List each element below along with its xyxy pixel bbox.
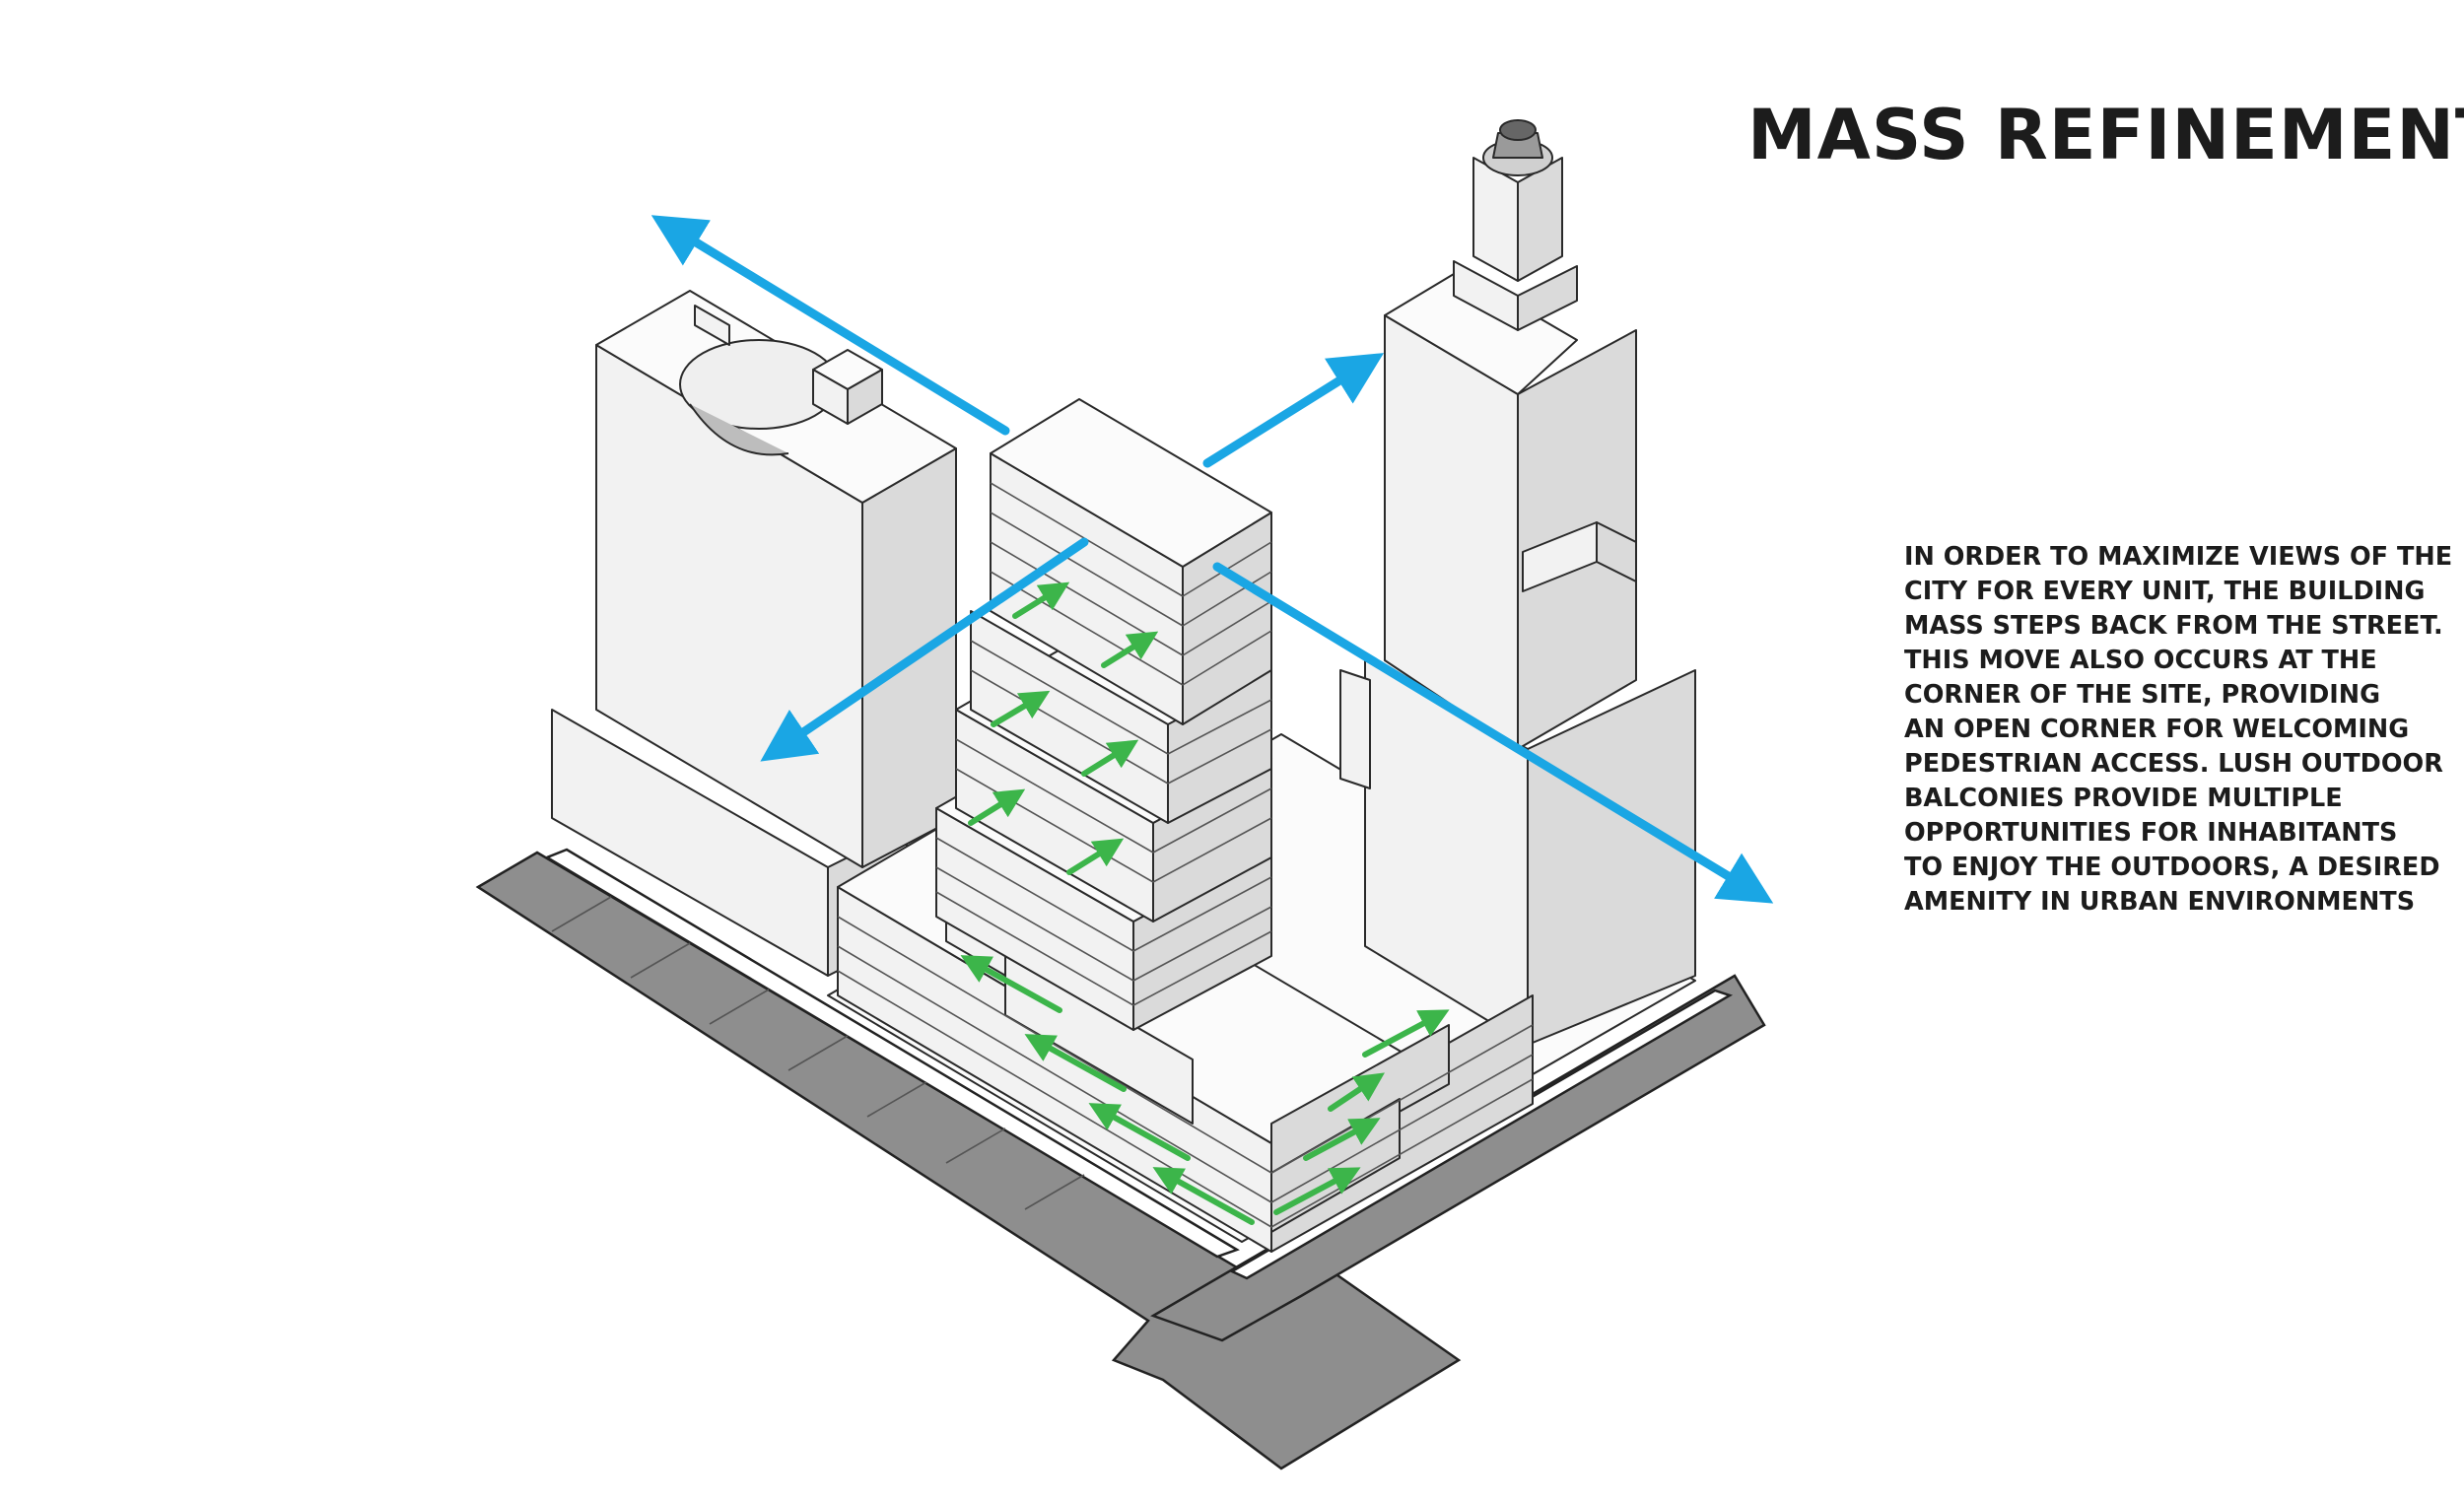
description-line: PEDESTRIAN ACCESS. LUSH OUTDOOR	[1904, 749, 2443, 779]
balcony-arrow	[1273, 1167, 1361, 1215]
description-line: BALCONIES PROVIDE MULTIPLE	[1904, 784, 2343, 813]
description-line: TO ENJOY THE OUTDOORS, A DESIRED	[1904, 853, 2440, 882]
description-text: IN ORDER TO MAXIMIZE VIEWS OF THE CITY F…	[1904, 540, 2456, 920]
balcony-arrows	[960, 581, 1450, 1225]
description-line: CORNER OF THE SITE, PROVIDING	[1904, 680, 2381, 710]
balcony-arrow	[1101, 631, 1159, 668]
view-arrow-northeast	[1202, 353, 1385, 468]
description-line: OPPORTUNITIES FOR INHABITANTS	[1904, 818, 2398, 848]
proposed-tower	[935, 398, 1272, 1031]
balcony-arrow	[1081, 739, 1139, 777]
balcony-arrow	[968, 788, 1026, 826]
description-line: CITY FOR EVERY UNIT, THE BUILDING	[1904, 577, 2426, 606]
description-line: THIS MOVE ALSO OCCURS AT THE	[1904, 646, 2377, 675]
balcony-arrow	[991, 690, 1051, 727]
balcony-arrow	[1066, 838, 1125, 875]
balcony-arrow	[1088, 1103, 1191, 1161]
street-ground	[475, 848, 1766, 1470]
diagram-title: MASS REFINEMENT	[1747, 95, 2464, 175]
description-line: AMENITY IN URBAN ENVIRONMENTS	[1904, 887, 2416, 917]
right-existing-tower	[1339, 119, 1696, 1046]
balcony-arrow	[960, 955, 1062, 1013]
description-line: MASS STEPS BACK FROM THE STREET.	[1904, 611, 2443, 641]
balcony-arrow	[1328, 1072, 1385, 1112]
balcony-arrow	[1303, 1118, 1381, 1161]
balcony-arrow	[1024, 1034, 1127, 1092]
balcony-arrow	[1152, 1167, 1255, 1225]
view-arrows	[650, 215, 1774, 904]
description-line: AN OPEN CORNER FOR WELCOMING	[1904, 715, 2410, 744]
description-line: IN ORDER TO MAXIMIZE VIEWS OF THE	[1904, 542, 2453, 572]
view-arrow-northwest	[650, 215, 1010, 436]
balcony-arrow	[1012, 581, 1070, 619]
view-arrow-southwest	[760, 537, 1089, 762]
balcony-arrow	[1362, 1009, 1450, 1058]
sidewalk-joints	[551, 896, 1085, 1210]
view-arrow-southeast	[1212, 562, 1774, 904]
